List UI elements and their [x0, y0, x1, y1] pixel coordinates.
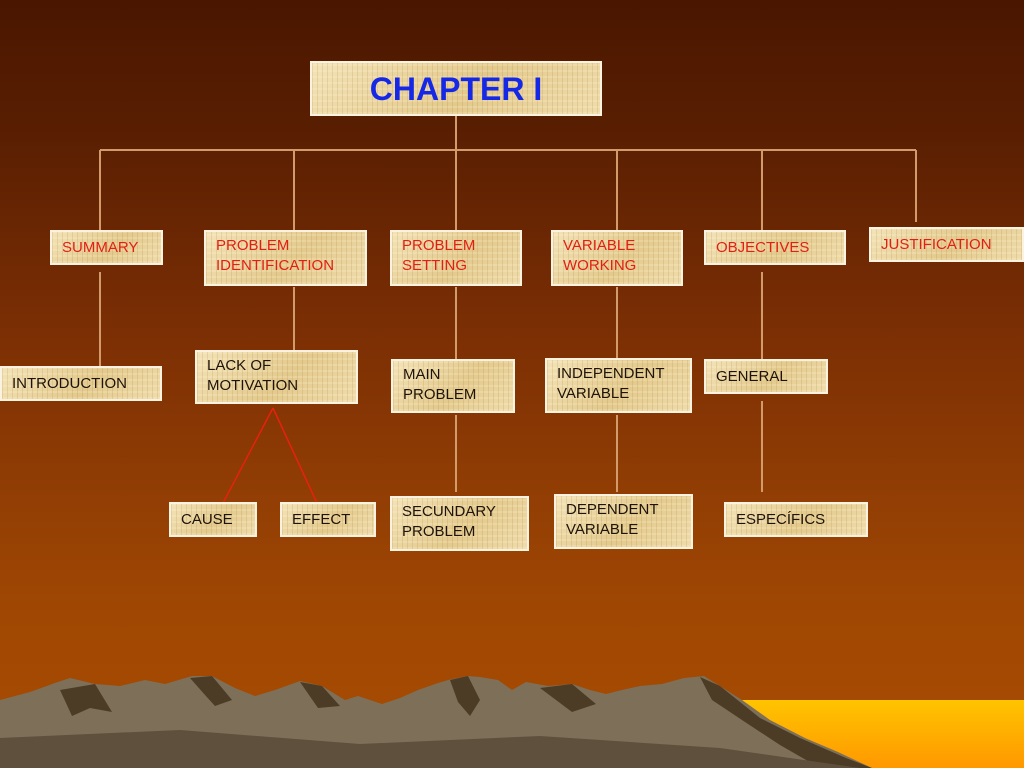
- mountain-shadow: [60, 684, 112, 716]
- main-problem-line-2: PROBLEM: [403, 386, 477, 403]
- chapter-title: CHAPTER I: [369, 70, 543, 107]
- main-problem-box: MAIN PROBLEM: [391, 359, 515, 413]
- problem-identification-line-2: IDENTIFICATION: [216, 257, 335, 274]
- lack-of-motivation-line-2: MOTIVATION: [207, 377, 299, 394]
- problem-identification-box: PROBLEM IDENTIFICATION: [204, 230, 367, 286]
- connector-lack-effect: [272, 407, 318, 504]
- foothill-band: [0, 730, 860, 768]
- independent-variable-box: INDEPENDENT VARIABLE: [545, 358, 692, 413]
- problem-setting-box: PROBLEM SETTING: [390, 230, 522, 286]
- variable-working-line-2: WORKING: [563, 257, 637, 274]
- secundary-problem-line-2: PROBLEM: [402, 523, 476, 540]
- mountain-shadow: [300, 682, 340, 708]
- problem-identification-line-1: PROBLEM: [216, 237, 290, 254]
- objectives-box: OBJECTIVES: [704, 230, 846, 265]
- mountain-shadow: [190, 676, 232, 706]
- objectives-label: OBJECTIVES: [716, 238, 810, 256]
- mountain-shadow: [540, 684, 596, 712]
- secundary-problem-box: SECUNDARY PROBLEM: [390, 496, 529, 551]
- justification-label: JUSTIFICATION: [881, 235, 992, 253]
- cause-label: CAUSE: [181, 510, 233, 528]
- secundary-problem-line-1: SECUNDARY: [402, 503, 496, 520]
- dependent-variable-line-1: DEPENDENT: [566, 501, 659, 518]
- independent-variable-line-1: INDEPENDENT: [557, 365, 665, 382]
- chapter-title-box: CHAPTER I: [310, 61, 602, 116]
- summary-box: SUMMARY: [50, 230, 163, 265]
- justification-box: JUSTIFICATION: [869, 227, 1024, 262]
- mountain-shadow: [700, 677, 872, 768]
- general-label: GENERAL: [716, 367, 788, 385]
- problem-setting-line-2: SETTING: [402, 257, 468, 274]
- independent-variable-line-2: VARIABLE: [557, 385, 630, 402]
- variable-working-box: VARIABLE WORKING: [551, 230, 683, 286]
- connector-lack-cause: [222, 407, 274, 504]
- lack-of-motivation-line-1: LACK OF: [207, 357, 272, 374]
- dependent-variable-box: DEPENDENT VARIABLE: [554, 494, 693, 549]
- problem-setting-line-1: PROBLEM: [402, 237, 476, 254]
- lack-of-motivation-box: LACK OF MOTIVATION: [195, 350, 358, 404]
- introduction-box: INTRODUCTION: [0, 366, 162, 401]
- especifics-label: ESPECÍFICS: [736, 510, 826, 528]
- introduction-label: INTRODUCTION: [12, 374, 127, 392]
- especifics-box: ESPECÍFICS: [724, 502, 868, 537]
- effect-label: EFFECT: [292, 510, 351, 528]
- cause-box: CAUSE: [169, 502, 257, 537]
- summary-label: SUMMARY: [62, 238, 139, 256]
- main-problem-line-1: MAIN: [403, 366, 441, 383]
- mountain-shadow: [450, 676, 480, 716]
- dependent-variable-line-2: VARIABLE: [566, 521, 639, 538]
- variable-working-line-1: VARIABLE: [563, 237, 636, 254]
- effect-box: EFFECT: [280, 502, 376, 537]
- general-box: GENERAL: [704, 359, 828, 394]
